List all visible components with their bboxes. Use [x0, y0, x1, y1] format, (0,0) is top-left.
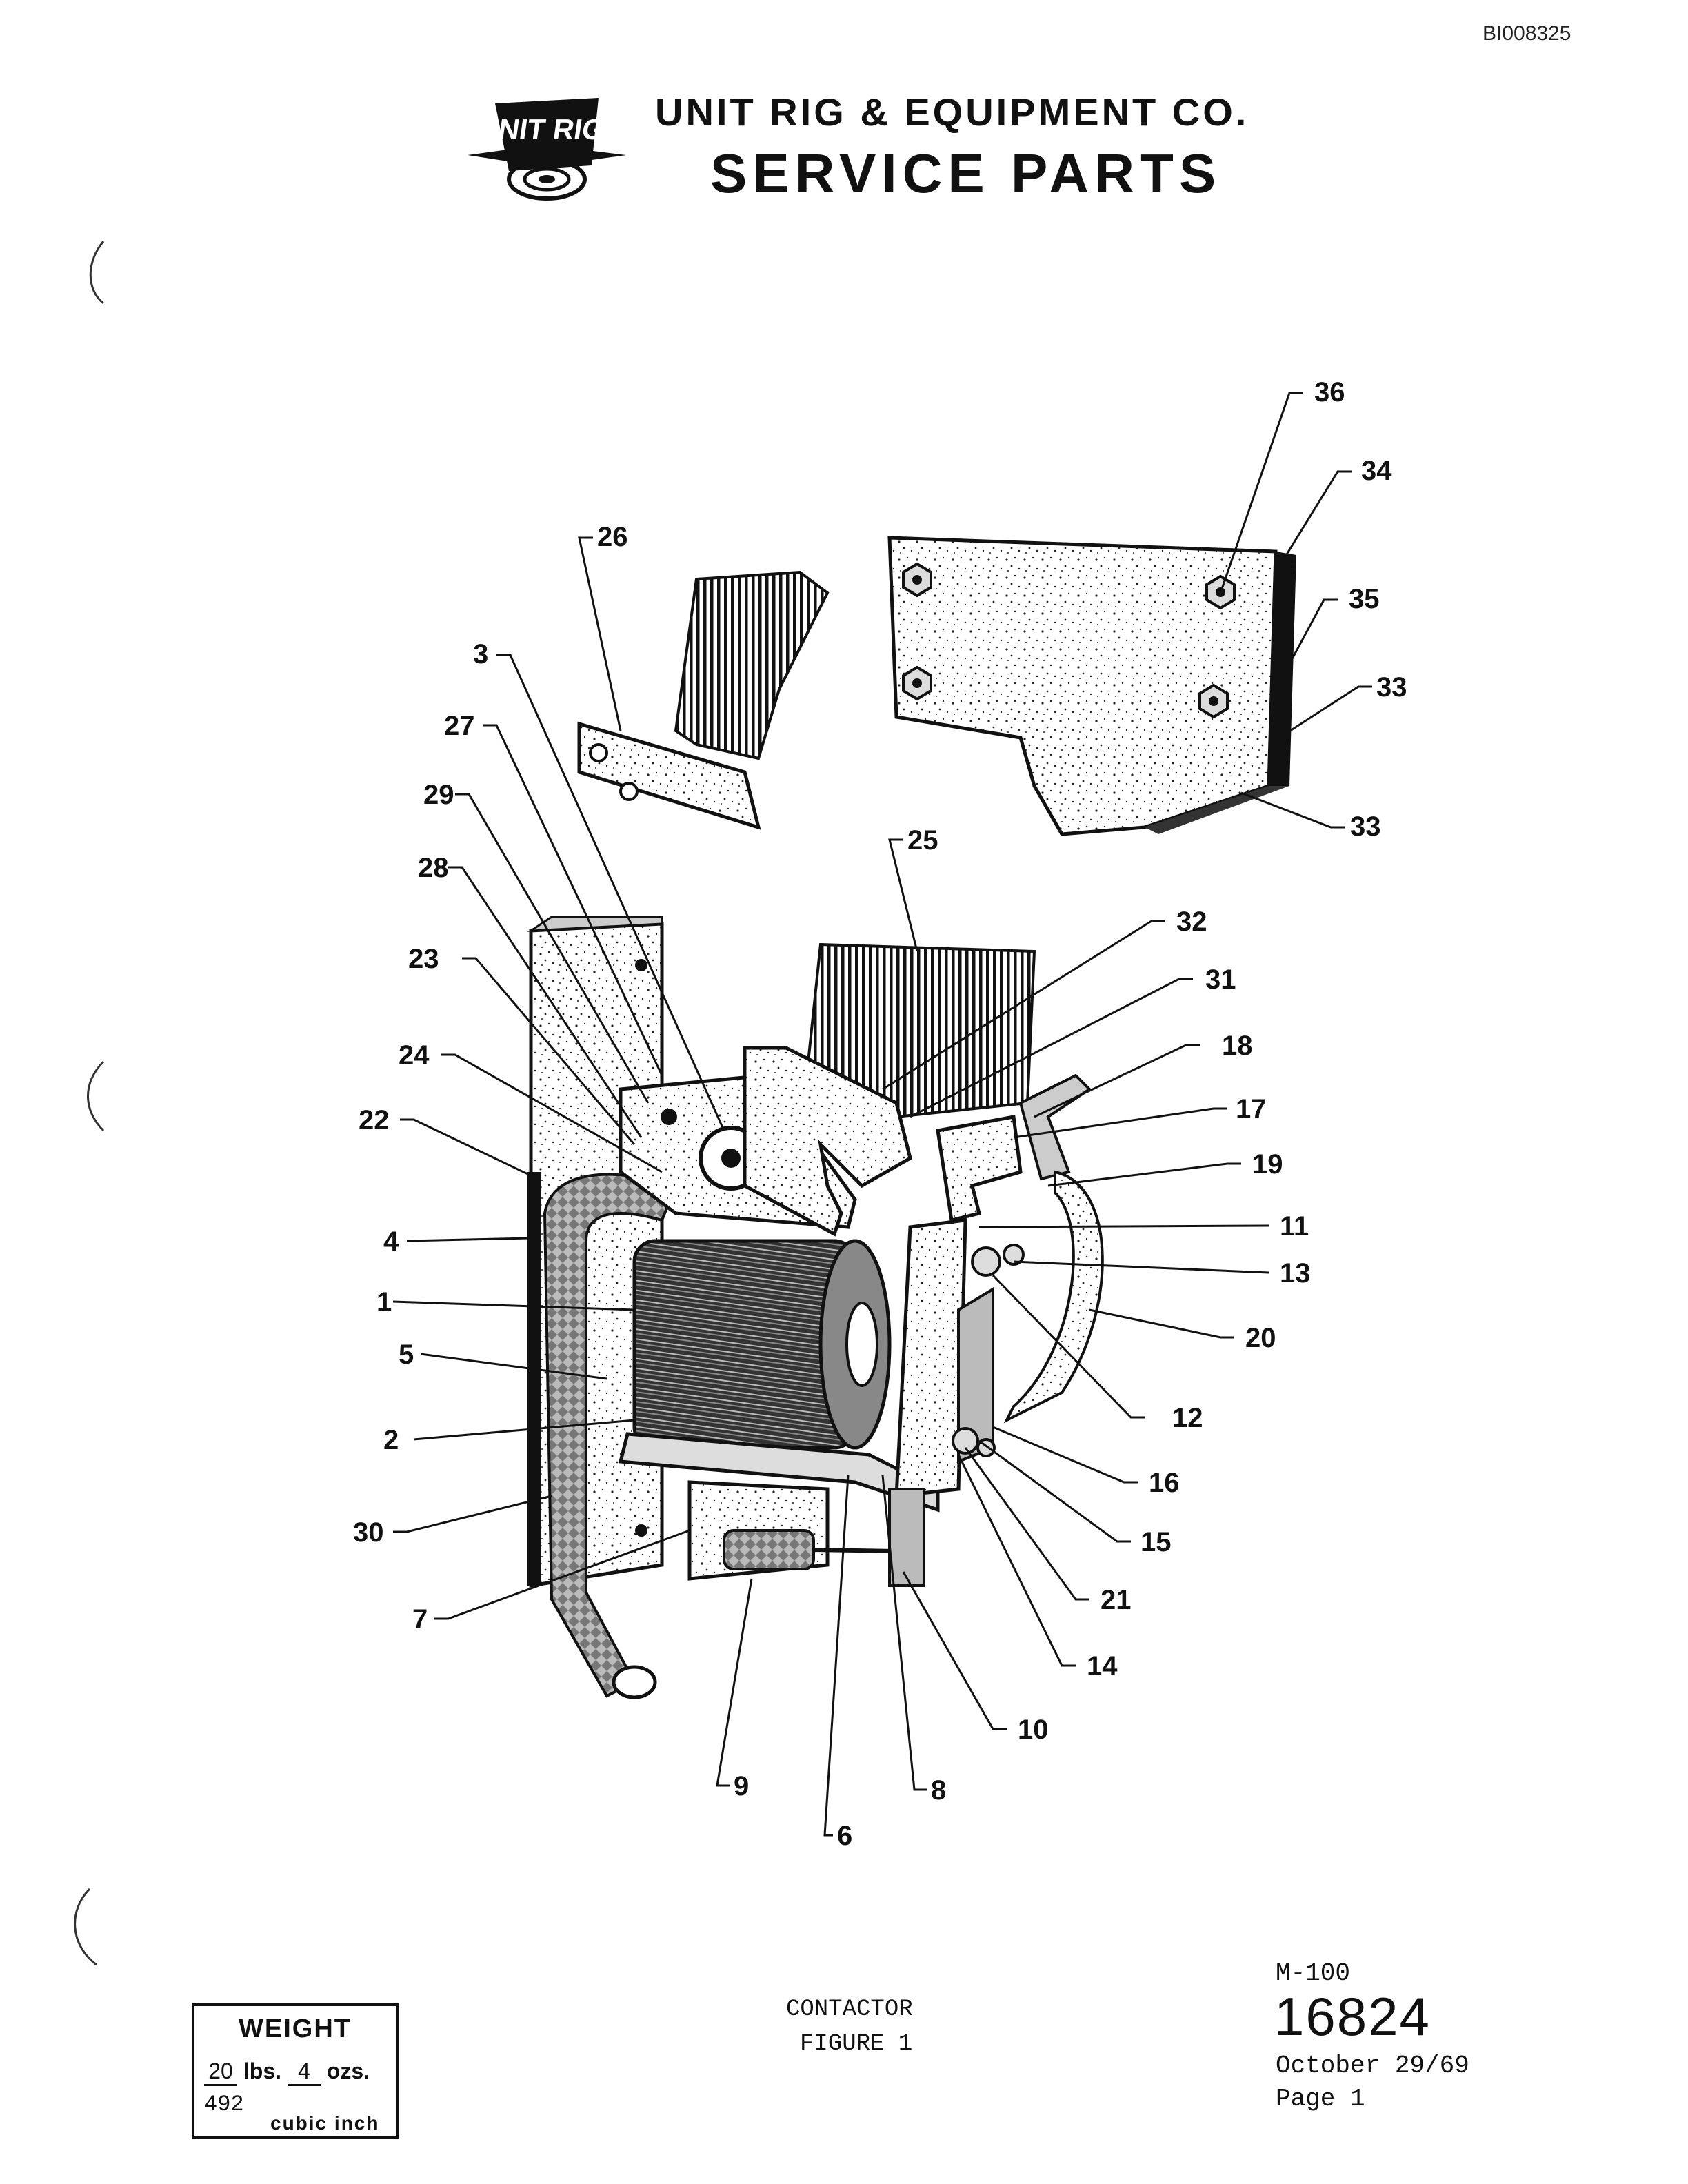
- weight-lbs-value: 20: [204, 2059, 237, 2086]
- moving-contact-arm: [743, 1046, 912, 1237]
- callout-1: 1: [376, 1287, 392, 1317]
- callout-33-b: 33: [1350, 811, 1381, 842]
- contact-tip-18: [1018, 1073, 1092, 1181]
- callout-20: 20: [1245, 1323, 1276, 1353]
- arc-chute-cover: [887, 536, 1296, 836]
- callout-7: 7: [412, 1604, 428, 1635]
- callout-11: 11: [1280, 1211, 1309, 1242]
- weight-lbs-line: 20 lbs. 4 ozs.: [204, 2059, 370, 2086]
- unit-rig-logo: UNIT RIG: [468, 98, 626, 201]
- callout-21: 21: [1101, 1585, 1132, 1615]
- binder-hole-marks: [74, 241, 105, 1966]
- figure-caption-title: CONTACTOR: [786, 1996, 913, 2023]
- callout-35: 35: [1349, 584, 1380, 614]
- hex-nut-icon: [1198, 683, 1229, 719]
- callout-28: 28: [418, 853, 449, 883]
- part-number: 16824: [1274, 1986, 1431, 2047]
- callout-29: 29: [423, 780, 454, 810]
- callout-26: 26: [597, 522, 628, 552]
- flexible-shunt-4: [543, 1173, 678, 1698]
- magnet-frame-2: [618, 1432, 940, 1513]
- callout-23: 23: [408, 944, 439, 974]
- weight-box: WEIGHT 20 lbs. 4 ozs. 492 cubic inch: [192, 2003, 399, 2138]
- callout-13: 13: [1280, 1258, 1311, 1288]
- callout-10: 10: [1018, 1715, 1049, 1745]
- weight-ozs-value: 4: [287, 2059, 321, 2086]
- logo-text: UNIT RIG: [475, 113, 607, 145]
- callout-24: 24: [399, 1040, 430, 1071]
- weight-cubic-value: 492: [204, 2092, 244, 2117]
- callout-15: 15: [1141, 1527, 1172, 1557]
- callout-4: 4: [383, 1226, 399, 1257]
- arc-chute-25: [805, 942, 1036, 1119]
- callout-18: 18: [1222, 1031, 1253, 1061]
- hex-nut-icon: [902, 665, 932, 701]
- callout-19: 19: [1252, 1149, 1283, 1180]
- callout-12: 12: [1172, 1403, 1203, 1433]
- hex-nut-icon: [902, 562, 932, 598]
- model-number: M-100: [1276, 1959, 1351, 1988]
- callout-31: 31: [1205, 964, 1236, 995]
- arc-horn-26: [577, 570, 830, 830]
- callout-labels: 36 34 26 35 33 3 27 33 29 25 28 32 23 31…: [353, 377, 1407, 1851]
- stationary-contact-bracket: [936, 1115, 1023, 1223]
- callout-34: 34: [1361, 456, 1392, 486]
- callout-33-a: 33: [1376, 672, 1407, 702]
- callout-2: 2: [383, 1425, 399, 1455]
- figure-caption-number: FIGURE 1: [800, 2031, 913, 2057]
- callout-22: 22: [359, 1105, 390, 1135]
- callout-17: 17: [1236, 1094, 1267, 1124]
- callout-14: 14: [1087, 1651, 1118, 1681]
- page-title: SERVICE PARTS: [710, 143, 1222, 204]
- document-id: BI008325: [1483, 22, 1571, 45]
- issue-date: October 29/69: [1276, 2052, 1469, 2080]
- shunt-terminal: [612, 1665, 657, 1699]
- callout-9: 9: [734, 1771, 749, 1801]
- callout-16: 16: [1149, 1468, 1180, 1498]
- callout-25: 25: [907, 825, 938, 856]
- armature-plate: [894, 1218, 967, 1498]
- page-number: Page 1: [1276, 2085, 1365, 2113]
- flex-strap-20: [1003, 1170, 1104, 1424]
- callout-5: 5: [399, 1339, 414, 1370]
- callout-30: 30: [353, 1517, 384, 1548]
- callout-36: 36: [1314, 377, 1345, 407]
- weight-cubic-unit: cubic inch: [270, 2112, 380, 2134]
- leader-lines: [392, 392, 1372, 1837]
- weight-title: WEIGHT: [239, 2014, 352, 2043]
- terminal-screw-cluster: [952, 1244, 1025, 1457]
- callout-8: 8: [931, 1775, 946, 1806]
- company-name: UNIT RIG & EQUIPMENT CO.: [655, 90, 1249, 134]
- weight-lbs-unit: lbs.: [243, 2059, 282, 2083]
- callout-6: 6: [837, 1821, 852, 1851]
- spring-assembly: [687, 1480, 925, 1587]
- callout-32: 32: [1176, 907, 1207, 937]
- coil-1: [632, 1239, 892, 1450]
- callout-3: 3: [473, 639, 488, 669]
- weight-ozs-unit: ozs.: [326, 2059, 370, 2083]
- callout-27: 27: [444, 711, 475, 741]
